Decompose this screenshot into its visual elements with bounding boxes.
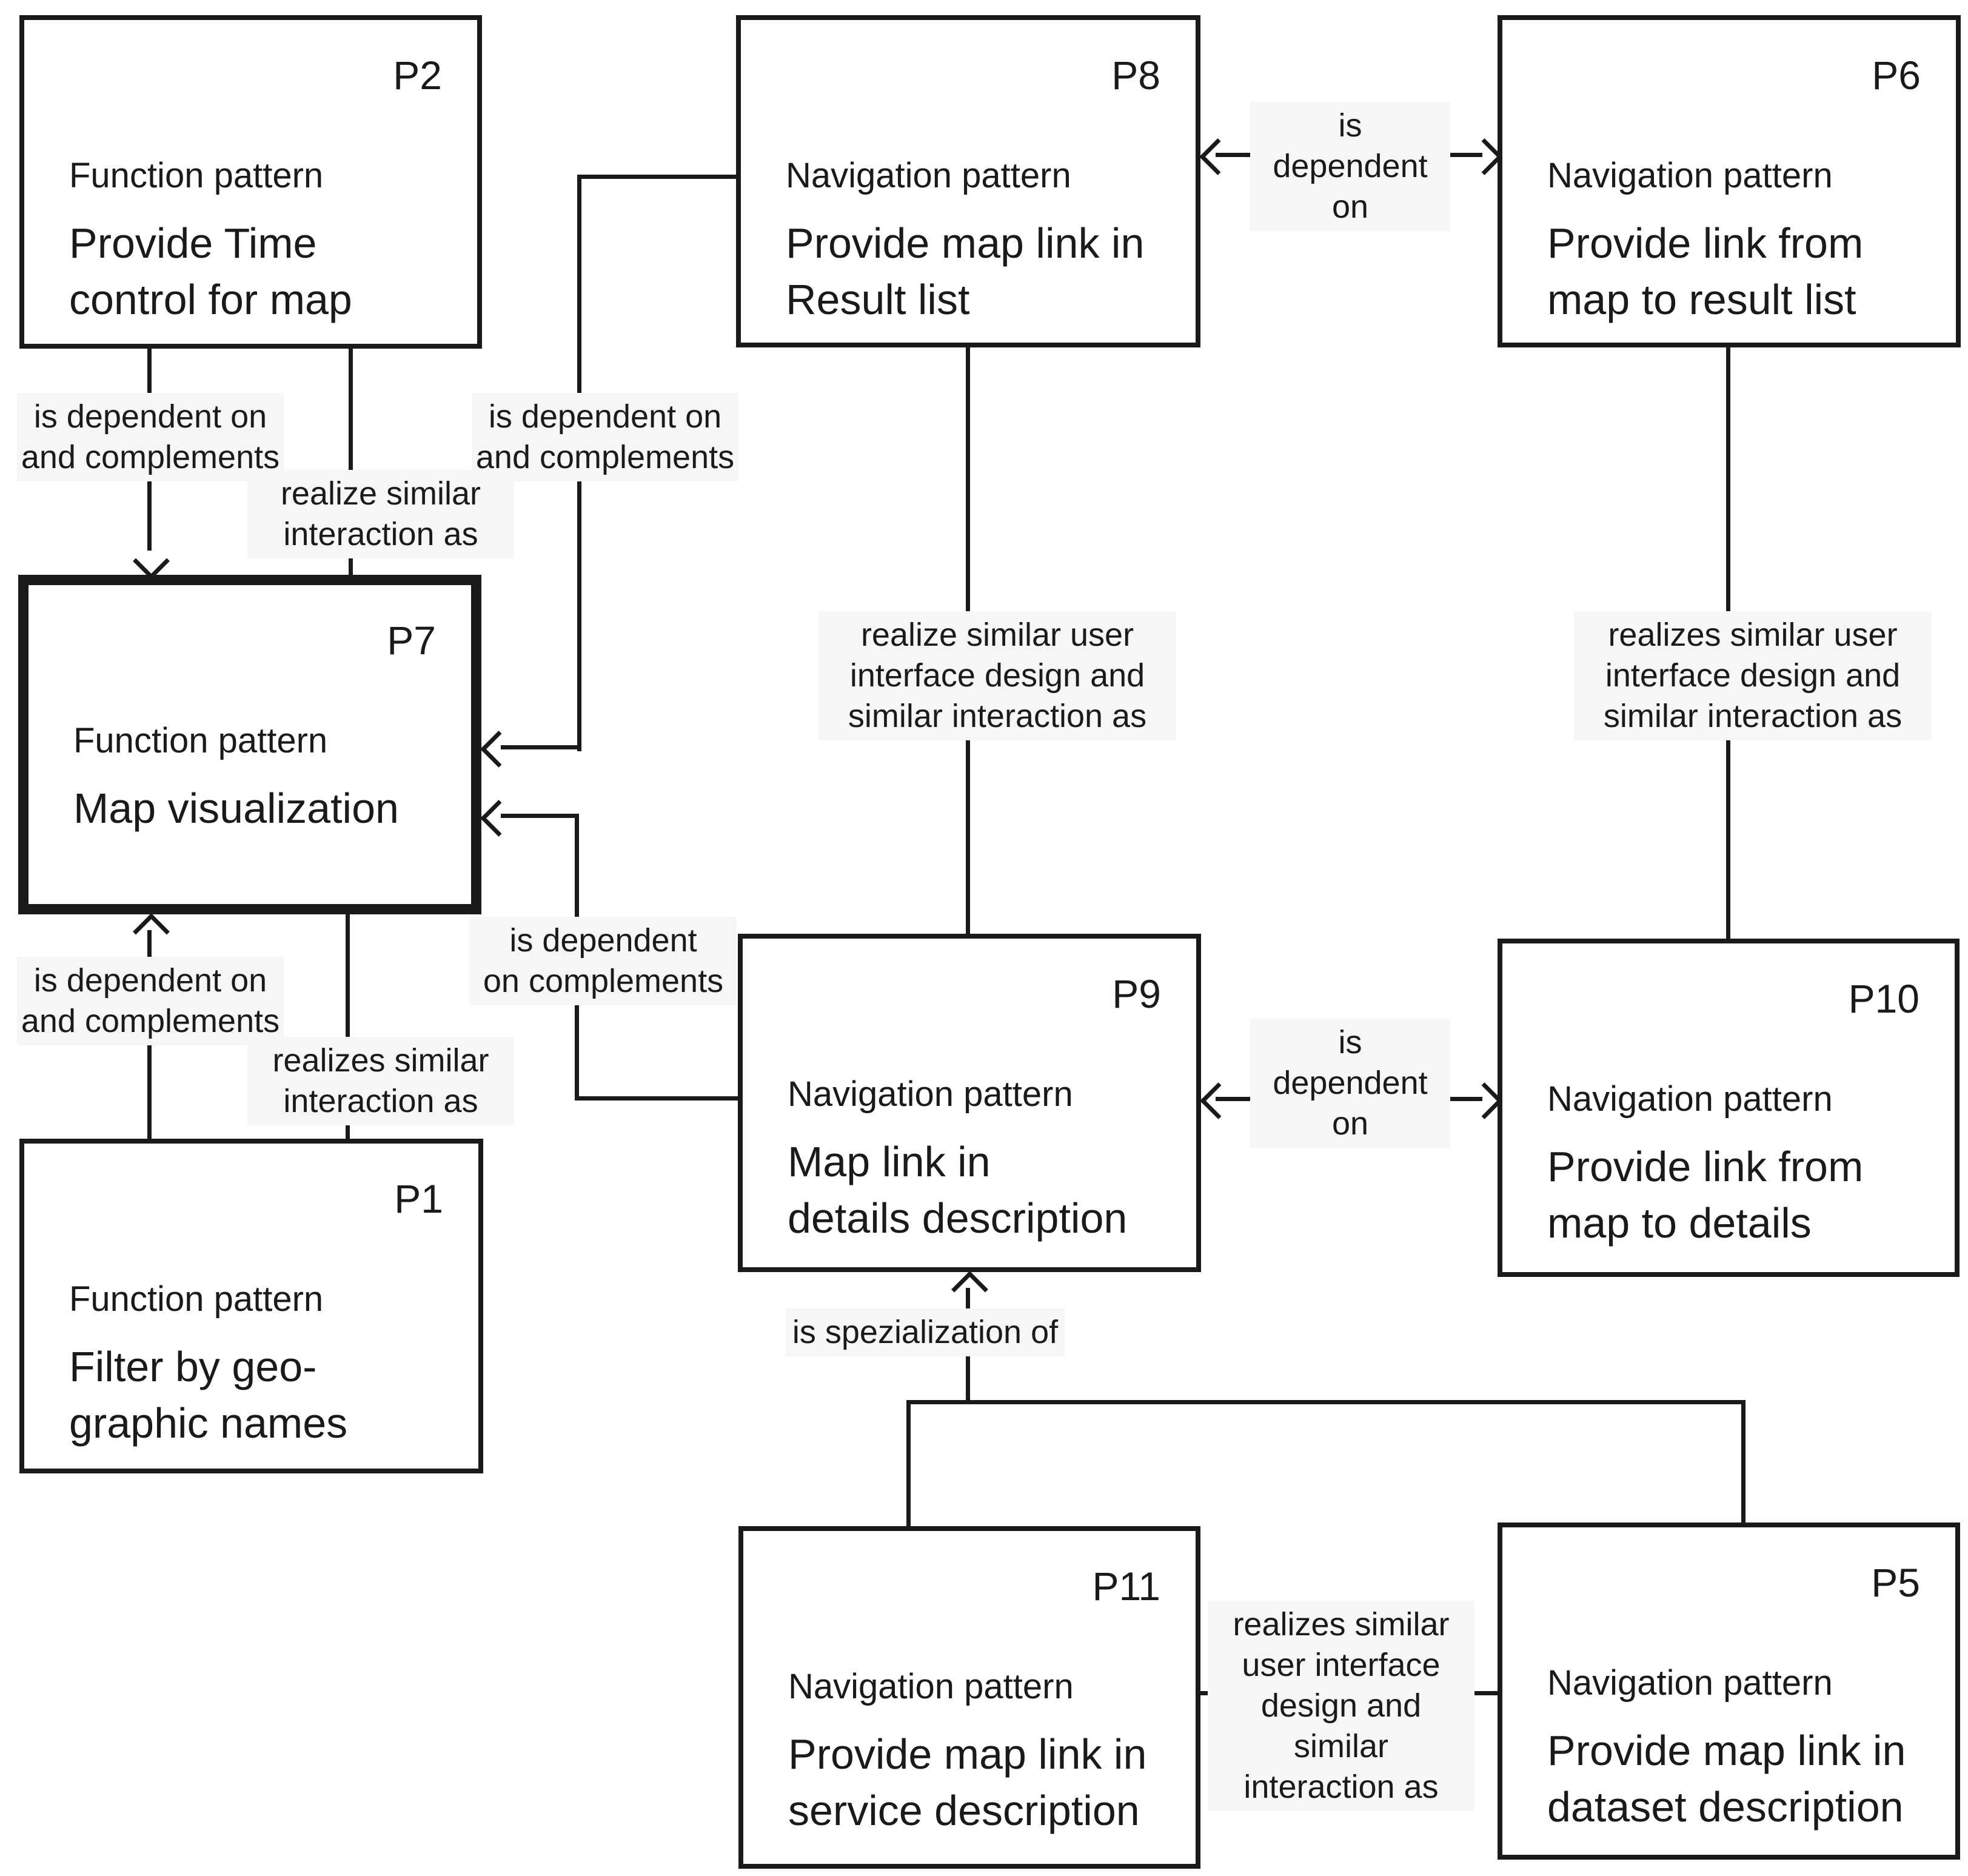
- edge-label-p8-p6-dependent: is dependent on: [1250, 102, 1450, 231]
- pattern-box-p9: P9 Navigation pattern Map link in detail…: [738, 934, 1201, 1272]
- arrowhead-up-into-p7-bottom: [133, 913, 170, 950]
- pattern-name: Map link in details description: [788, 1138, 1128, 1242]
- pattern-box-p5: P5 Navigation pattern Provide map link i…: [1498, 1523, 1960, 1860]
- edge-label-p9-p7-dependent: is dependent on complements: [470, 917, 737, 1005]
- pattern-name: Provide link from map to result list: [1547, 219, 1864, 324]
- arrowhead-left-into-p7-right-lower: [480, 800, 517, 837]
- pattern-type: Navigation pattern: [788, 1074, 1073, 1114]
- pattern-id: P7: [387, 618, 436, 663]
- arrowhead-down-into-p7-top: [133, 543, 170, 580]
- arrowhead-left-into-p8-right: [1199, 138, 1236, 175]
- pattern-box-p2: P2 Function pattern Provide Time control…: [19, 15, 482, 349]
- pattern-id: P11: [1092, 1564, 1160, 1609]
- pattern-box-p10: P10 Navigation pattern Provide link from…: [1498, 939, 1960, 1277]
- pattern-id: P1: [394, 1176, 443, 1221]
- pattern-id: P10: [1848, 976, 1919, 1021]
- edge-label-p2-p7-dependent: is dependent on and complements: [17, 393, 284, 481]
- edge-label-p8-p9-similar: realize similar user interface design an…: [818, 611, 1176, 740]
- pattern-id: P8: [1111, 53, 1160, 98]
- pattern-id: P9: [1112, 971, 1161, 1016]
- connector-p1-p7-similar: [346, 914, 350, 1141]
- pattern-name: Map visualization: [73, 785, 399, 832]
- arrowhead-left-into-p9-right: [1200, 1082, 1237, 1119]
- edge-label-p9-p10-dependent: is dependent on: [1250, 1019, 1450, 1148]
- pattern-type: Navigation pattern: [1547, 1079, 1833, 1119]
- pattern-id: P2: [393, 53, 442, 98]
- edge-label-p2-p7-similar: realize similar interaction as: [247, 470, 514, 558]
- pattern-name: Provide map link in Result list: [786, 219, 1145, 324]
- connector-specialization-drop-p11: [906, 1400, 911, 1529]
- pattern-box-p7: P7 Function pattern Map visualization: [18, 575, 481, 914]
- connector-specialization-horizontal: [906, 1400, 1745, 1404]
- pattern-name: Provide Time control for map: [69, 219, 352, 324]
- pattern-type: Function pattern: [73, 721, 328, 760]
- connector-p9-p7-horizontal-top: [501, 814, 579, 818]
- pattern-name: Provide map link in service description: [788, 1730, 1147, 1835]
- pattern-name: Provide link from map to details: [1547, 1143, 1864, 1247]
- edge-label-p11-p5-similar: realizes similar user interface design a…: [1208, 1601, 1474, 1811]
- connector-p2-p7-similar: [349, 349, 353, 577]
- edge-label-p8-p7-dependent: is dependent on and complements: [472, 393, 738, 481]
- connector-p8-p7-horizontal-bottom: [501, 745, 581, 749]
- pattern-box-p8: P8 Navigation pattern Provide map link i…: [736, 15, 1200, 347]
- connector-p8-p7-horizontal-top: [577, 175, 738, 179]
- pattern-box-p1: P1 Function pattern Filter by geo- graph…: [19, 1139, 483, 1473]
- pattern-id: P6: [1872, 53, 1921, 98]
- edge-label-p1-p7-dependent: is dependent on and complements: [17, 957, 284, 1045]
- pattern-box-p11: P11 Navigation pattern Provide map link …: [738, 1526, 1200, 1869]
- pattern-box-p6: P6 Navigation pattern Provide link from …: [1498, 15, 1961, 347]
- edge-label-p1-p7-similar: realizes similar interaction as: [247, 1037, 514, 1125]
- pattern-type: Navigation pattern: [786, 156, 1071, 195]
- pattern-type: Function pattern: [69, 156, 324, 195]
- connector-specialization-drop-p5: [1741, 1400, 1745, 1525]
- pattern-name: Provide map link in dataset description: [1547, 1727, 1906, 1831]
- pattern-type: Function pattern: [69, 1279, 324, 1319]
- edge-label-specialization: is spezialization of: [786, 1308, 1065, 1356]
- edge-label-p6-p10-similar: realizes similar user interface design a…: [1574, 611, 1932, 740]
- pattern-id: P5: [1871, 1560, 1920, 1605]
- connector-p9-p7-horizontal-bottom: [575, 1096, 742, 1100]
- pattern-type: Navigation pattern: [1547, 156, 1833, 195]
- pattern-name: Filter by geo- graphic names: [69, 1343, 348, 1447]
- arrowhead-left-into-p7-right-upper: [480, 731, 517, 768]
- pattern-type: Navigation pattern: [788, 1667, 1074, 1706]
- pattern-type: Navigation pattern: [1547, 1663, 1833, 1703]
